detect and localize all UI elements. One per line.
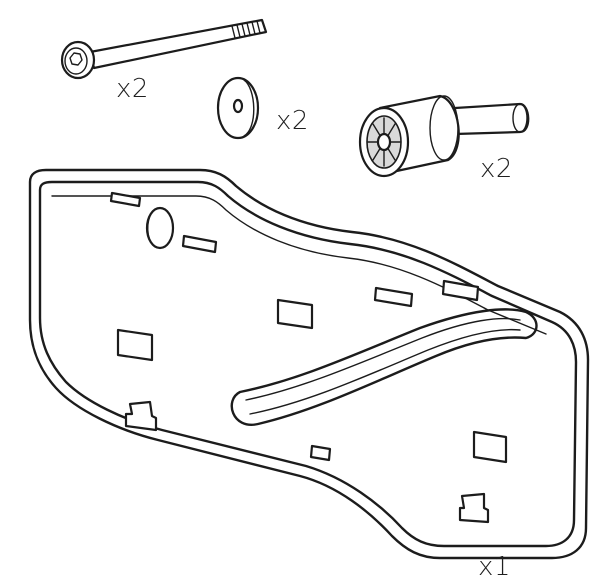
bracket-plate-quantity-label: x1 [478, 552, 511, 582]
washer-quantity-label: x2 [276, 106, 309, 136]
spacer-quantity-label: x2 [480, 154, 513, 184]
washer-icon [216, 76, 260, 140]
bolt-quantity-label: x2 [116, 74, 149, 104]
spacer-icon [358, 94, 530, 178]
bracket-plate-icon [28, 168, 590, 560]
bolt-icon [60, 18, 268, 80]
